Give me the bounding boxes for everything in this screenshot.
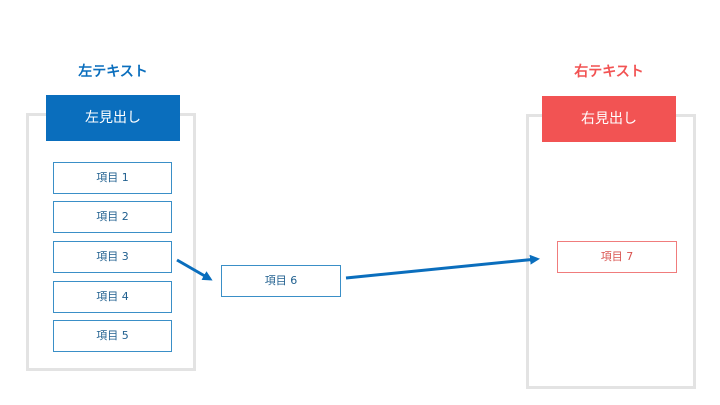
right-title: 右テキスト xyxy=(574,64,644,80)
list-item-5: 項目 5 xyxy=(53,320,172,352)
left-title: 左テキスト xyxy=(78,64,148,80)
arrow-item3-to-item6 xyxy=(176,258,213,281)
list-item-2: 項目 2 xyxy=(53,201,172,233)
right-heading: 右見出し xyxy=(542,96,676,142)
list-item-1: 項目 1 xyxy=(53,162,172,194)
middle-item: 項目 6 xyxy=(221,265,341,297)
list-item-4: 項目 4 xyxy=(53,281,172,313)
left-heading: 左見出し xyxy=(46,95,180,141)
right-item: 項目 7 xyxy=(557,241,677,273)
arrow-item6-to-item7 xyxy=(345,254,540,280)
list-item-3: 項目 3 xyxy=(53,241,172,273)
